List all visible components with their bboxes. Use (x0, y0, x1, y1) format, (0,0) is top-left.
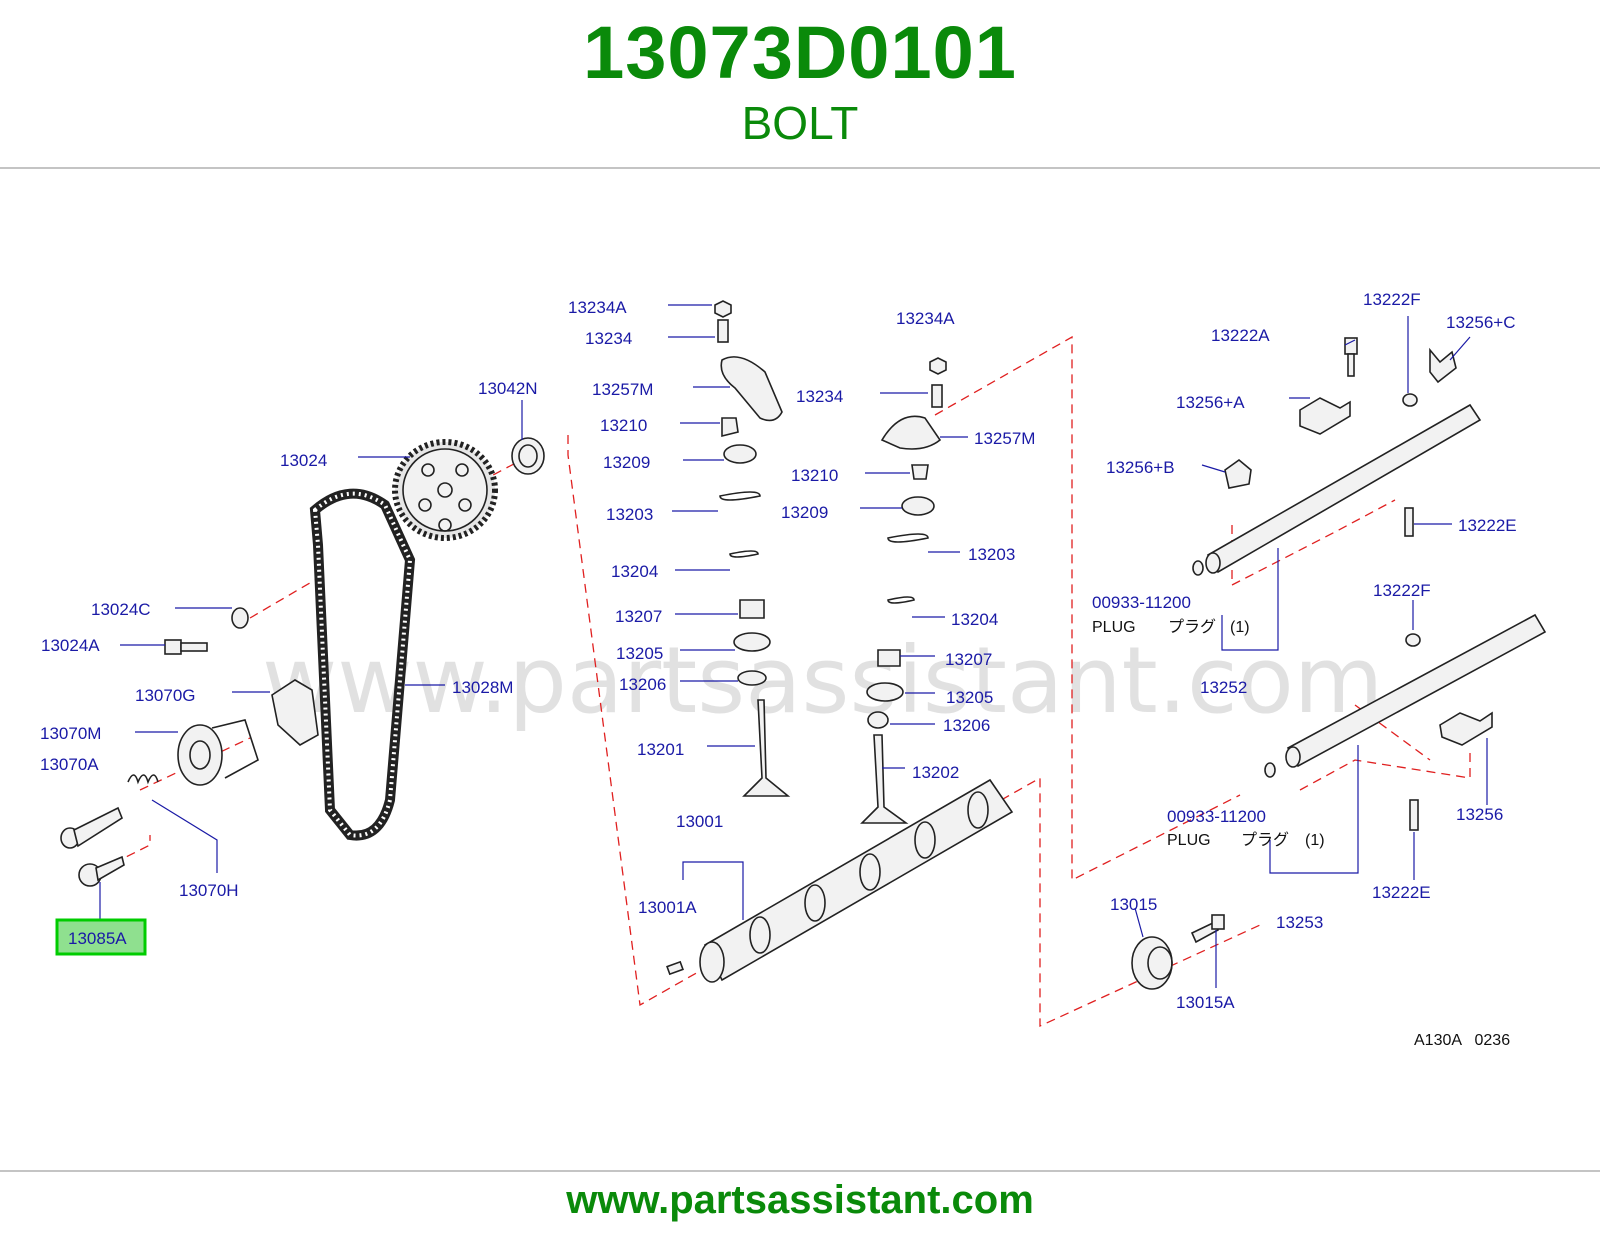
label-13204-left: 13204 (611, 562, 658, 581)
label-13209-left: 13209 (603, 453, 650, 472)
label-13024A: 13024A (41, 636, 100, 655)
watermark: www.partsassistant.com (262, 627, 1383, 734)
label-13256: 13256 (1456, 805, 1503, 824)
label-13234-right: 13234 (796, 387, 843, 406)
label-13201: 13201 (637, 740, 684, 759)
label-13202: 13202 (912, 763, 959, 782)
label-13203-right: 13203 (968, 545, 1015, 564)
dashed-line-washer (249, 576, 321, 619)
label-13234-left: 13234 (585, 329, 632, 348)
label-13210-left: 13210 (600, 416, 647, 435)
label-13222E-lower: 13222E (1372, 883, 1431, 902)
label-13015A: 13015A (1176, 993, 1235, 1012)
tensioner-spring (127, 774, 159, 785)
label-13042N: 13042N (478, 379, 538, 398)
label-13256C: 13256+C (1446, 313, 1515, 332)
timing-belt-teeth (312, 491, 413, 838)
oil-seal (511, 437, 545, 475)
label-13253: 13253 (1276, 913, 1323, 932)
rocker-shaft-upper (1192, 337, 1482, 576)
label-13206-right: 13206 (943, 716, 990, 735)
label-13001A: 13001A (638, 898, 697, 917)
sprocket-bolt (164, 639, 208, 655)
camshaft (666, 778, 1014, 983)
idler-pulley (1131, 914, 1225, 990)
label-13222F-upper: 13222F (1363, 290, 1421, 309)
label-13205-right: 13205 (946, 688, 993, 707)
label-13070M: 13070M (40, 724, 101, 743)
part-number: 13073D0101 (583, 11, 1017, 94)
footer-url[interactable]: www.partsassistant.com (566, 1178, 1034, 1222)
label-13204-right: 13204 (951, 610, 998, 629)
label-13070A: 13070A (40, 755, 99, 774)
highlighted-bolt (78, 855, 125, 887)
label-13210-right: 13210 (791, 466, 838, 485)
label-00933-upper: 00933-11200 (1092, 593, 1191, 612)
tensioner-pulley (177, 719, 259, 786)
valve-train-left (714, 300, 791, 797)
label-13085A: 13085A (68, 929, 127, 948)
label-13252: 13252 (1200, 678, 1247, 697)
label-13256B: 13256+B (1106, 458, 1175, 477)
label-13028M: 13028M (452, 678, 513, 697)
label-13015: 13015 (1110, 895, 1157, 914)
label-13203-left: 13203 (606, 505, 653, 524)
label-13234A-right: 13234A (896, 309, 955, 328)
label-13209-right: 13209 (781, 503, 828, 522)
label-13222F-lower: 13222F (1373, 581, 1431, 600)
label-13256A: 13256+A (1176, 393, 1245, 412)
diagram-code: A130A 0236 (1414, 1032, 1510, 1049)
label-13257M-left: 13257M (592, 380, 653, 399)
dashed-outline-rocker (934, 335, 1241, 882)
plug-label-upper: PLUG (1092, 619, 1136, 636)
tensioner-bracket (271, 679, 319, 746)
label-13070H: 13070H (179, 881, 239, 900)
label-13205-left: 13205 (616, 644, 663, 663)
label-13222A: 13222A (1211, 326, 1270, 345)
tensioner-pin (60, 806, 123, 849)
highlight-box (55, 918, 147, 956)
footer-divider (0, 1170, 1600, 1172)
label-13024: 13024 (280, 451, 327, 470)
label-13024C: 13024C (91, 600, 151, 619)
plug-label-lower: PLUG (1167, 832, 1211, 849)
header: 13073D0101 BOLT (0, 0, 1600, 168)
plug-jp-label-lower: プラグ (1241, 831, 1289, 849)
label-13257M-right: 13257M (974, 429, 1035, 448)
part-name: BOLT (741, 97, 859, 149)
washer (231, 607, 249, 629)
label-13001: 13001 (676, 812, 723, 831)
label-13222E-upper: 13222E (1458, 516, 1517, 535)
valve-train-right (860, 357, 947, 824)
camshaft-sprocket (392, 439, 498, 541)
plug-jp-label-upper: プラグ (1168, 618, 1216, 636)
label-13207-left: 13207 (615, 607, 662, 626)
leader-lines (99, 304, 1488, 988)
dashed-line-shaft-b (1299, 748, 1471, 791)
dashed-outline-camshaft (567, 435, 1261, 1028)
label-13234A-left: 13234A (568, 298, 627, 317)
label-00933-lower: 00933-11200 (1167, 807, 1266, 826)
rocker-shaft-lower (1264, 613, 1547, 831)
header-divider (0, 167, 1600, 169)
label-13207-right: 13207 (945, 650, 992, 669)
label-13206-left: 13206 (619, 675, 666, 694)
label-13070G: 13070G (135, 686, 196, 705)
plug-qty-lower: (1) (1305, 832, 1325, 849)
plug-qty-upper: (1) (1230, 619, 1250, 636)
